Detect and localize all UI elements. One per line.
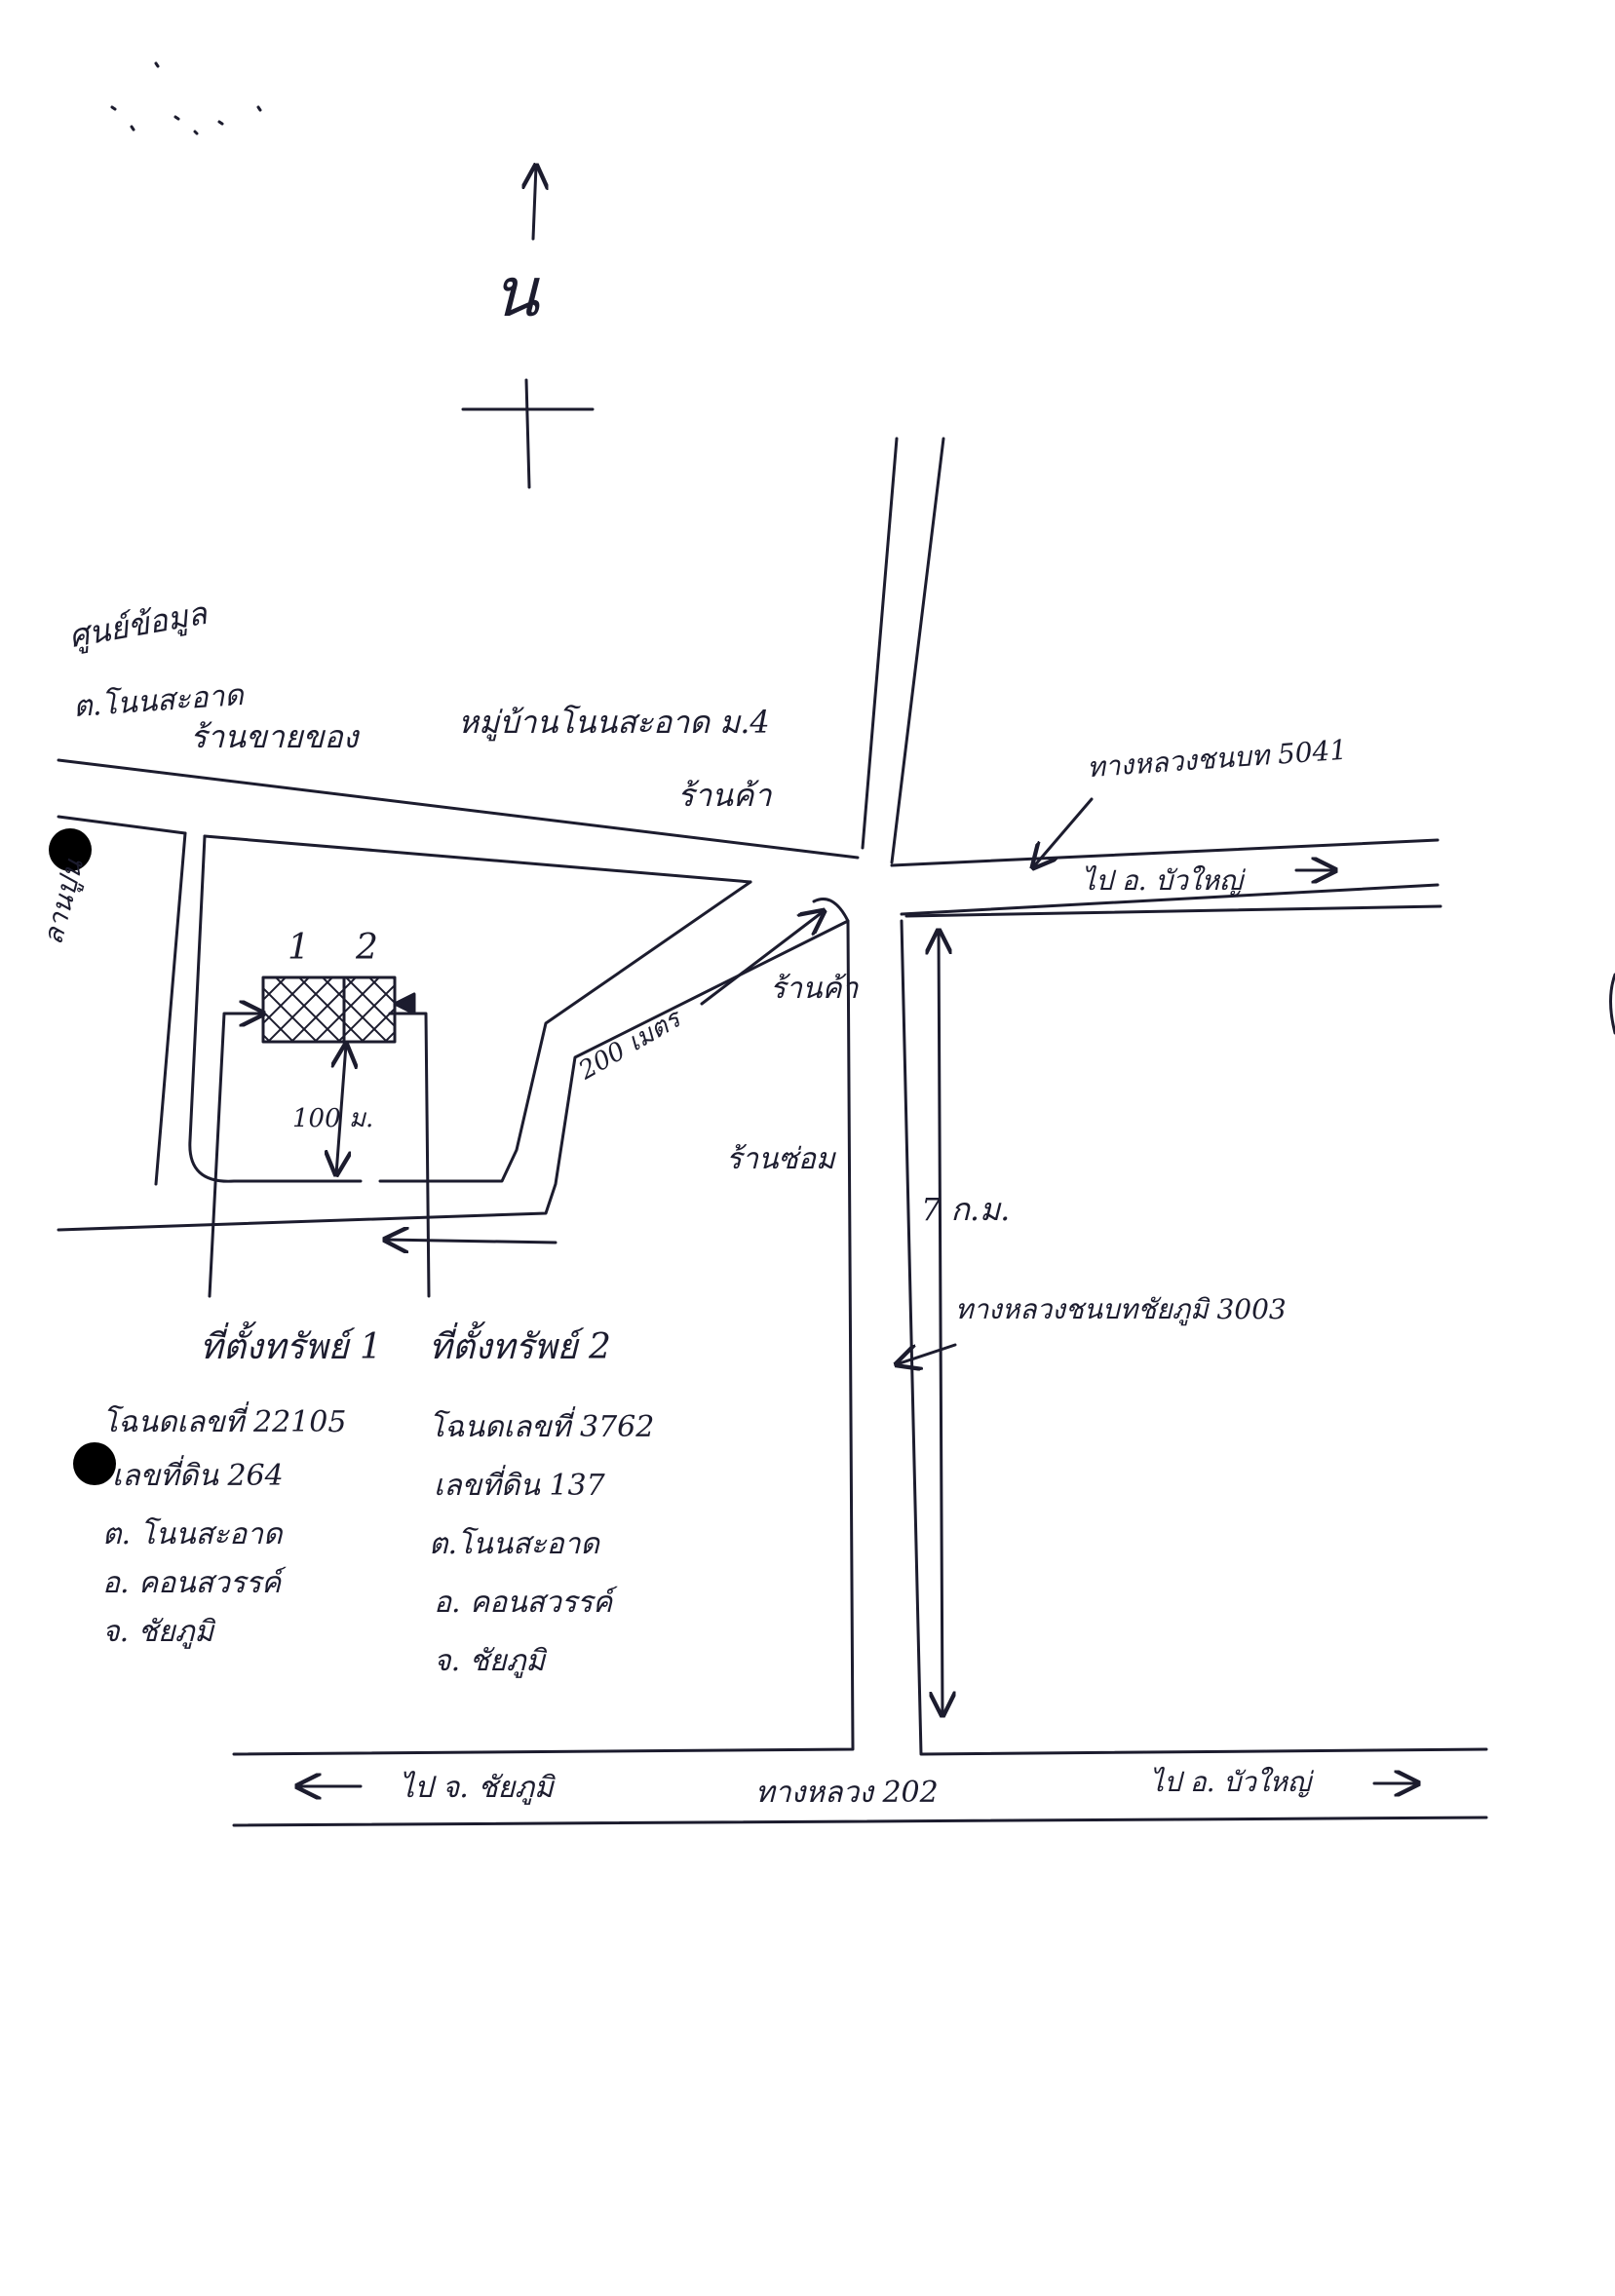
road-west-left-edge [154,831,187,1186]
property-2-land-no: เลขที่ดิน 137 [434,1469,605,1503]
distance-7km-arrow [939,931,942,1715]
property-1-tambon: ต. โนนสะอาด [102,1517,283,1551]
shop-repair-label: ร้านซ่อม [726,1142,835,1176]
property-2-title: ที่ตั้งทรัพย์ 2 [429,1327,611,1367]
compass-vertical [524,378,531,489]
road-5041-south-edge [900,883,1440,916]
to-bua-yai-bottom-label: ไป อ. บัวใหญ่ [1150,1766,1311,1798]
road-ns-west-edge [861,437,899,850]
shop-top-label: ร้านค้า [677,777,772,814]
property-2-province: จ. ชัยภูมิ [434,1644,546,1678]
road-202-label: ทางหลวง 202 [755,1776,939,1810]
shop-sell-label: ร้านขายของ [190,718,359,755]
road-diagonal-north-edge [378,880,752,1183]
plot-2-access-line [388,1012,431,1298]
plot-2 [342,976,397,1044]
property-2-tambon: ต.โนนสะอาด [429,1527,599,1561]
property-1-land-no: เลขที่ดิน 264 [112,1459,284,1493]
road-5041-north-edge [890,838,1440,867]
road-top-north-edge [57,758,860,860]
to-chaiyaphum-label: ไป จ. ชัยภูมิ [400,1771,554,1805]
road-3003-label: ทางหลวงชนบทชัยภูมิ 3003 [955,1293,1287,1325]
road-west-right-edge [188,834,363,1183]
property-2-amphoe: อ. คอนสวรรค์ [434,1586,613,1620]
road-west-arrow [385,1240,558,1243]
road-top-south-edge-2 [203,834,752,884]
plot-1-number: 1 [288,928,310,968]
paper-marks [110,61,262,135]
property-1-title: ที่ตั้งทรัพย์ 1 [200,1327,382,1367]
punch-hole [73,1442,116,1485]
plot-1-access-line [208,1014,263,1298]
property-1-province: จ. ชัยภูมิ [102,1615,214,1649]
property-1-deed: โฉนดเลขที่ 22105 [102,1405,347,1439]
punch-hole [49,828,92,871]
plot-marker [393,992,416,1015]
distance-100m-label: 100 ม. [292,1104,374,1133]
distance-7km-label: 7 ก.ม. [921,1191,1011,1228]
shop-mid-label: ร้านค้า [770,972,859,1006]
road-ns-east-edge [890,437,945,864]
road-5041-leader [1033,797,1094,867]
road-diagonal-south-edge [57,898,850,1232]
to-bua-yai-top-label: ไป อ. บัวใหญ่ [1082,864,1243,897]
distance-200m-arrow [700,911,824,1006]
road-ns-lower-east-edge [900,904,1488,1756]
plot-1 [261,976,346,1044]
property-2-deed: โฉนดเลขที่ 3762 [429,1410,655,1444]
road-3003-leader [897,1343,957,1364]
north-arrow [533,166,536,241]
plot-distance-arrow [336,1045,346,1174]
property-1-amphoe: อ. คอนสวรรค์ [102,1566,282,1600]
paper-edge-mark [1609,973,1615,1035]
road-ns-lower-west-edge [232,919,855,1756]
north-label: น [492,252,539,332]
road-202 [232,1816,1488,1827]
village-label: หมู่บ้านโนนสะอาด ม.4 [458,704,770,741]
road-top-south-edge [57,815,187,835]
plot-2-number: 2 [356,928,378,968]
